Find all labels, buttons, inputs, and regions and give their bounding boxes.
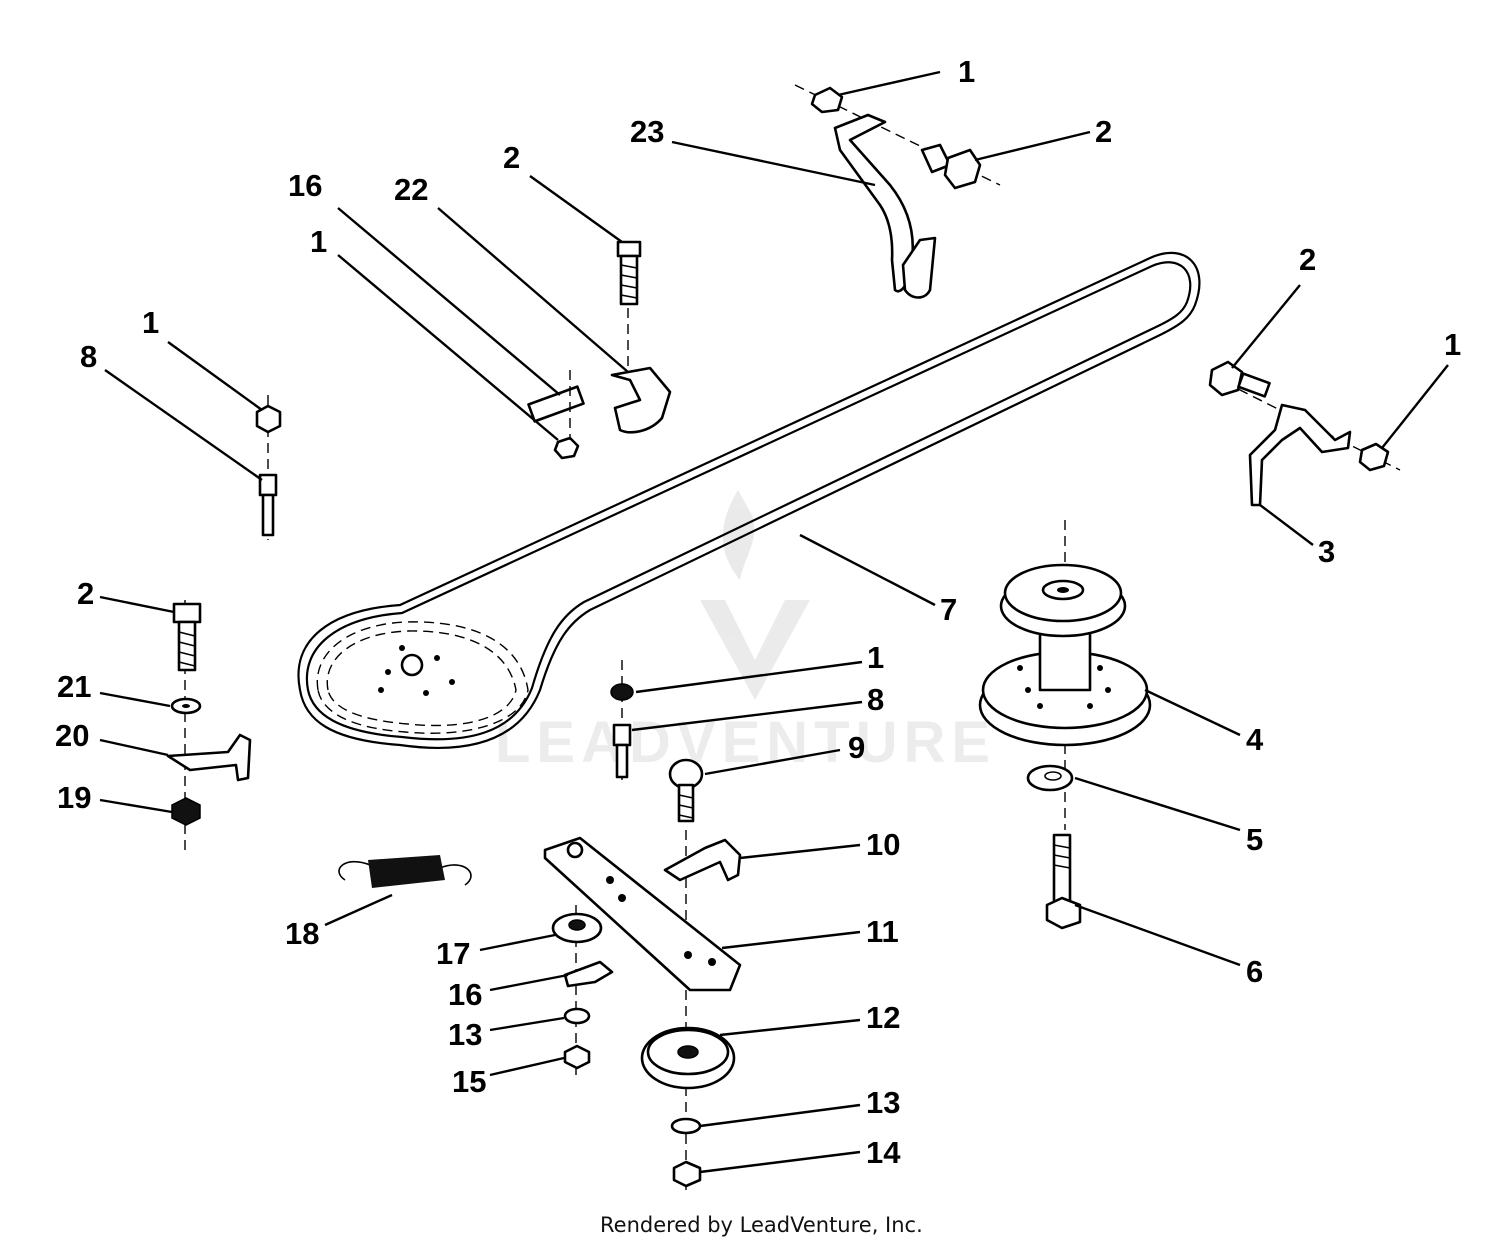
footer-credit: Rendered by LeadVenture, Inc. [600, 1213, 923, 1237]
bracket-stack-left [166, 600, 252, 850]
watermark-logo [700, 490, 810, 700]
callout-13: 13 [866, 1085, 900, 1120]
callout-2: 2 [1299, 242, 1316, 277]
callout-21: 21 [57, 669, 91, 704]
callout-1: 1 [310, 224, 327, 259]
callout-8: 8 [80, 339, 97, 374]
callout-numbers: 1 2 23 16 22 2 1 1 8 2 1 3 7 4 5 6 2 21 … [55, 54, 1461, 1170]
blade-pulley-assembly [978, 520, 1152, 930]
callout-9: 9 [848, 730, 865, 765]
belt-guide-3 [1208, 360, 1401, 507]
callout-14: 14 [866, 1135, 901, 1170]
belt-guide-23 [794, 84, 1001, 299]
callout-18: 18 [285, 916, 319, 951]
stud-stack-middle [610, 660, 704, 823]
engine-pulley-hub [378, 645, 455, 696]
callout-16: 16 [448, 977, 482, 1012]
callout-16: 16 [288, 168, 322, 203]
callout-13: 13 [448, 1017, 482, 1052]
callout-12: 12 [866, 1000, 900, 1035]
callout-1: 1 [958, 54, 975, 89]
callout-20: 20 [55, 718, 89, 753]
callout-2: 2 [503, 140, 520, 175]
callout-23: 23 [630, 114, 664, 149]
callout-3: 3 [1318, 534, 1335, 569]
callout-5: 5 [1246, 822, 1263, 857]
drive-belt [297, 251, 1201, 749]
spacer-stack [551, 905, 614, 1080]
callout-17: 17 [436, 936, 470, 971]
stud-stack-left [255, 395, 282, 540]
callout-8: 8 [867, 682, 884, 717]
tension-spring [338, 855, 472, 888]
callout-22: 22 [394, 172, 428, 207]
watermark-text: LEADVENTURE [495, 710, 996, 775]
callout-1: 1 [1444, 327, 1461, 362]
callout-19: 19 [57, 780, 91, 815]
idler-arm-assembly [543, 830, 742, 1190]
callout-2: 2 [1095, 114, 1112, 149]
belt-guide-22 [527, 240, 672, 460]
callout-15: 15 [452, 1064, 486, 1099]
callout-1: 1 [867, 640, 884, 675]
callout-7: 7 [940, 592, 957, 627]
leader-lines [99, 70, 1449, 1174]
callout-1: 1 [142, 305, 159, 340]
callout-6: 6 [1246, 954, 1263, 989]
callout-4: 4 [1246, 722, 1264, 757]
callout-2: 2 [77, 576, 94, 611]
callout-10: 10 [866, 827, 900, 862]
callout-11: 11 [866, 914, 899, 949]
